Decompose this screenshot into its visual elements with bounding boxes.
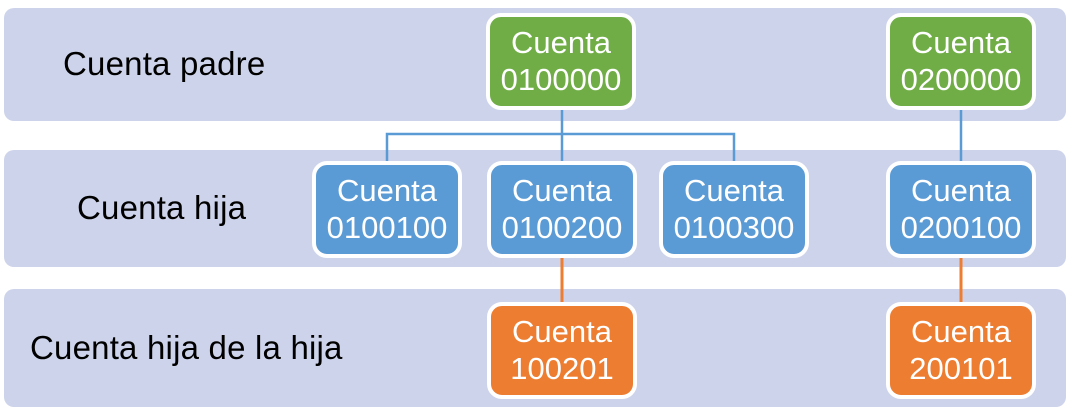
- row-label-cuenta-hija: Cuenta hija: [77, 189, 247, 226]
- connector-0100000-to-0100100-and-0100300: [385, 132, 736, 161]
- node-cuenta-0100100: Cuenta 0100100: [312, 161, 462, 258]
- node-cuenta-0100200: Cuenta 0100200: [487, 161, 637, 258]
- node-code: 200101: [909, 350, 1013, 386]
- node-cuenta-200101: Cuenta 200101: [886, 302, 1036, 399]
- row-label-cuenta-hija-de-la-hija: Cuenta hija de la hija: [30, 329, 343, 366]
- node-code: 0200100: [900, 209, 1022, 245]
- node-code: 0100100: [326, 209, 448, 245]
- node-title: Cuenta: [911, 24, 1011, 60]
- node-cuenta-0100000: Cuenta 0100000: [486, 13, 636, 110]
- node-title: Cuenta: [512, 172, 612, 208]
- node-cuenta-100201: Cuenta 100201: [487, 302, 637, 399]
- node-cuenta-0200100: Cuenta 0200100: [886, 161, 1036, 258]
- node-title: Cuenta: [337, 172, 437, 208]
- node-cuenta-0200000: Cuenta 0200000: [886, 13, 1036, 110]
- node-cuenta-0100300: Cuenta 0100300: [659, 161, 809, 258]
- node-title: Cuenta: [684, 172, 784, 208]
- row-label-cuenta-padre: Cuenta padre: [63, 45, 266, 82]
- node-title: Cuenta: [512, 313, 612, 349]
- node-code: 0100000: [500, 61, 622, 97]
- node-title: Cuenta: [511, 24, 611, 60]
- node-code: 0200000: [900, 61, 1022, 97]
- node-title: Cuenta: [911, 172, 1011, 208]
- node-code: 0100200: [501, 209, 623, 245]
- node-title: Cuenta: [911, 313, 1011, 349]
- node-code: 0100300: [673, 209, 795, 245]
- node-code: 100201: [510, 350, 614, 386]
